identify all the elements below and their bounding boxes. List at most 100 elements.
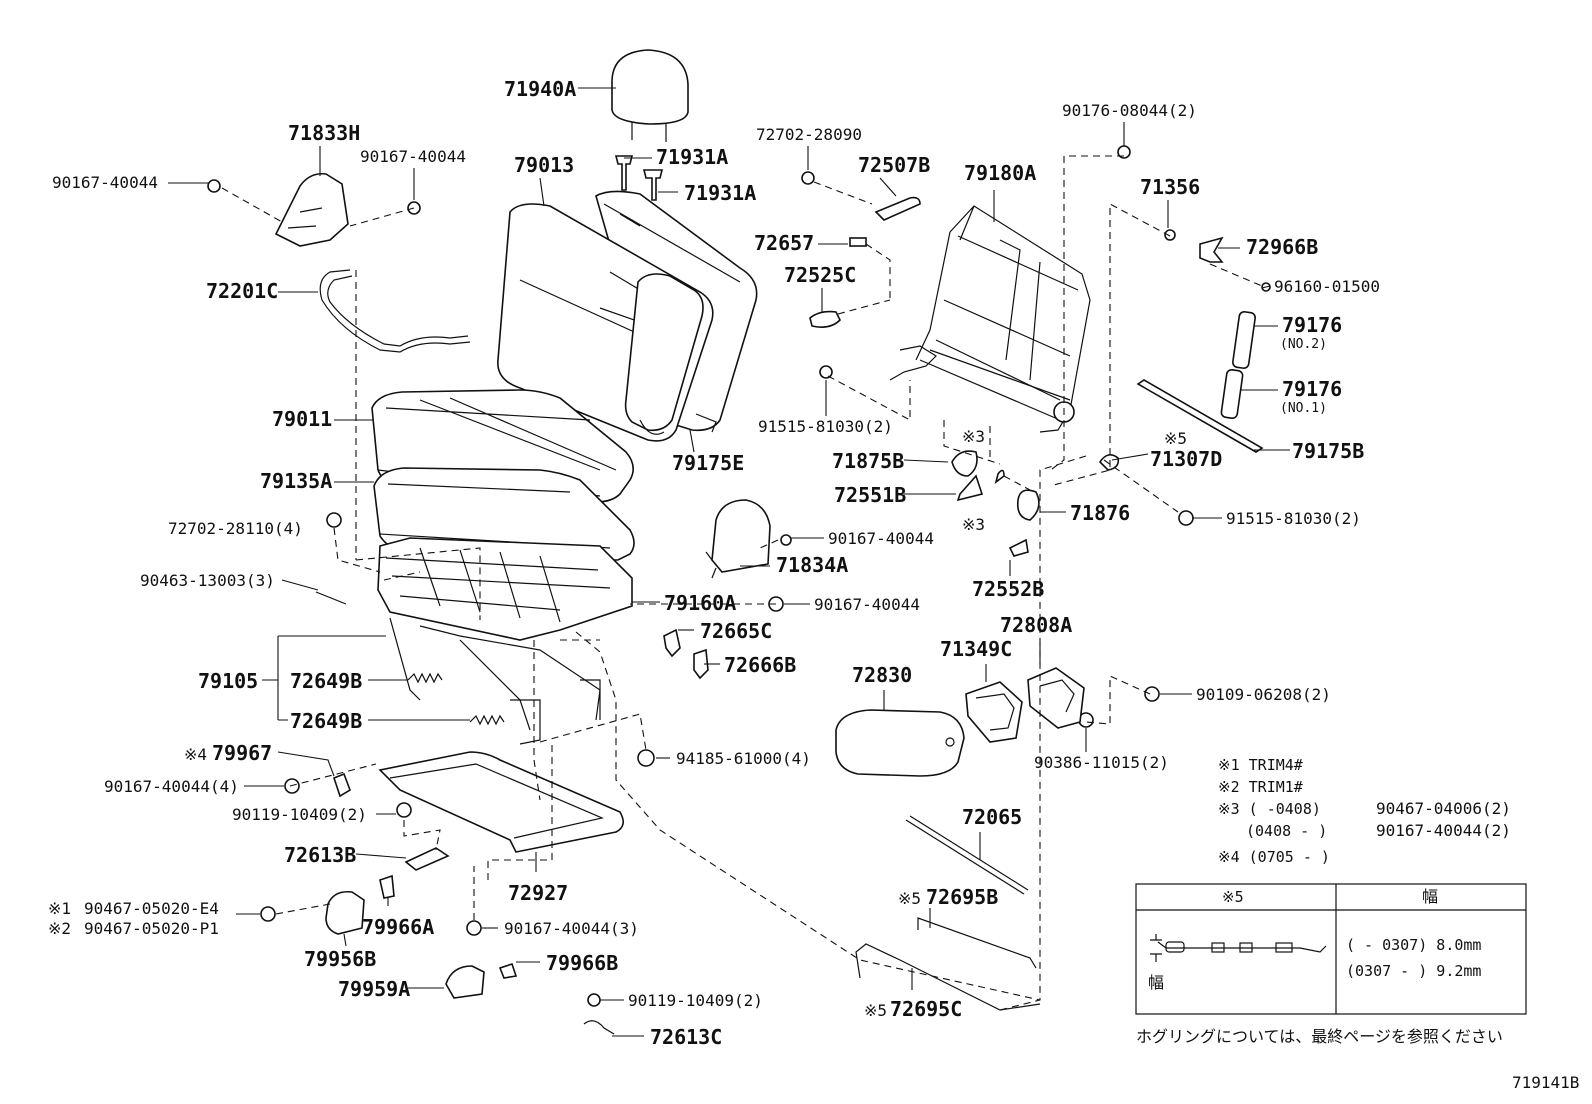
label-72507B: 72507B: [858, 153, 930, 177]
spring-upper-drawing: [407, 672, 443, 684]
hook-72613B-drawing: [404, 847, 450, 871]
label-79176-1-sub: (NO.1): [1280, 401, 1327, 416]
label-79011: 79011: [272, 407, 332, 431]
label-90167-c: 90167-40044: [828, 529, 934, 548]
label-72695C: 72695C: [890, 997, 962, 1021]
label-91515-a: 91515-81030(2): [758, 417, 893, 436]
label-79160A: 79160A: [664, 591, 736, 615]
label-71875B: 71875B: [832, 449, 904, 473]
label-90119-a: 90119-10409(2): [232, 805, 367, 824]
bracket-72966B-drawing: [1199, 236, 1224, 263]
label-94185: 94185-61000(4): [676, 749, 811, 768]
label-72649B-2: 72649B: [290, 709, 362, 733]
clip-72665C-drawing: [663, 628, 681, 658]
label-72665C: 72665C: [700, 619, 772, 643]
label-71356: 71356: [1140, 175, 1200, 199]
label-72613B: 72613B: [284, 843, 356, 867]
label-k4: ※4: [184, 745, 207, 764]
undercover-72927-drawing: [378, 751, 624, 853]
armrest-72830-drawing: [835, 709, 965, 777]
label-71940A: 71940A: [504, 77, 576, 101]
seatback-drawing: [497, 190, 758, 442]
label-k5c: ※5: [864, 1001, 887, 1020]
table-row-1: ( - 0307) 8.0mm: [1346, 936, 1481, 954]
bracket-79967-drawing: [333, 772, 351, 798]
label-72808A: 72808A: [1000, 613, 1072, 637]
label-72830: 72830: [852, 663, 912, 687]
label-90167-a: 90167-40044: [52, 173, 158, 192]
label-79013: 79013: [514, 153, 574, 177]
cover-71833H-drawing: [274, 172, 349, 247]
label-79105: 79105: [198, 669, 258, 693]
label-k5: ※5: [1164, 429, 1187, 448]
label-71834A: 71834A: [776, 553, 848, 577]
label-71931A-1: 71931A: [656, 145, 728, 169]
label-90176: 90176-08044(2): [1062, 101, 1197, 120]
label-90167-e: 90167-40044(4): [104, 777, 239, 796]
label-72613C: 72613C: [650, 1025, 722, 1049]
label-91515-b: 91515-81030(2): [1226, 509, 1361, 528]
hog-ring-reference-note: ホグリングについては、最終ページを参照ください: [1136, 1027, 1503, 1046]
clip-72666B-drawing: [693, 648, 709, 680]
part-labels: 71940A 71833H 90167-40044 90167-40044 71…: [48, 77, 1380, 1049]
note-3b-part: 90167-40044(2): [1376, 821, 1511, 840]
table-header-width: 幅: [1422, 887, 1438, 906]
clip-79966B-drawing: [498, 962, 518, 979]
label-72649B-1: 72649B: [290, 669, 362, 693]
label-72927: 72927: [508, 881, 568, 905]
cover-79176-no1-drawing: [1220, 368, 1244, 420]
label-72552B: 72552B: [972, 577, 1044, 601]
seat-frame-drawing: [377, 537, 633, 745]
figure-id: 719141B: [1512, 1073, 1579, 1092]
clip-79966A-drawing: [379, 874, 395, 899]
label-90467-e4: 90467-05020-E4: [84, 899, 219, 918]
label-71307D: 71307D: [1150, 447, 1222, 471]
label-k2: ※2: [48, 919, 71, 938]
label-k3b: ※3: [962, 515, 985, 534]
label-96160: 96160-01500: [1274, 277, 1380, 296]
table-header-k5: ※5: [1222, 888, 1244, 906]
bracket-72808A-drawing: [1027, 667, 1085, 729]
bracket-71349C-drawing: [965, 681, 1023, 743]
lever-72507B-drawing: [874, 196, 921, 221]
label-79959A: 79959A: [338, 977, 410, 1001]
label-79175E: 79175E: [672, 451, 744, 475]
hook-72613C-drawing: [583, 1020, 615, 1035]
note-3a: ※3 ( -0408): [1218, 800, 1321, 818]
label-72065: 72065: [962, 805, 1022, 829]
label-72525C: 72525C: [784, 263, 856, 287]
label-71833H: 71833H: [288, 121, 360, 145]
label-79180A: 79180A: [964, 161, 1036, 185]
note-trim4: ※1 TRIM4#: [1218, 756, 1303, 774]
label-72695B: 72695B: [926, 885, 998, 909]
rod-79175B-drawing: [1136, 379, 1264, 453]
wire-72695C-drawing: [855, 943, 1041, 1011]
label-79967: 79967: [212, 741, 272, 765]
label-90467-p1: 90467-05020-P1: [84, 919, 219, 938]
label-72702-28090: 72702-28090: [756, 125, 862, 144]
clip-72525C-drawing: [809, 310, 841, 328]
label-72657: 72657: [754, 231, 814, 255]
assembly-dashed-lines: [221, 155, 1263, 1011]
cover-71834A-drawing: [705, 499, 771, 579]
note-4: ※4 (0705 - ): [1218, 848, 1330, 866]
table-width-mark: 幅: [1148, 973, 1164, 992]
headrest-guide-drawing: [614, 155, 664, 201]
clip-72552B-drawing: [1008, 538, 1029, 557]
label-79966B: 79966B: [546, 951, 618, 975]
cover-71875B-drawing: [951, 450, 1005, 502]
width-table: ※5 幅 幅 ( - 0307) 8.0mm (0307 - ) 9.2mm: [1135, 883, 1527, 1015]
label-71876: 71876: [1070, 501, 1130, 525]
label-k1: ※1: [48, 899, 71, 918]
label-79176-1: 79176: [1282, 377, 1342, 401]
stay-wire-drawing: [319, 269, 471, 353]
label-k3a: ※3: [962, 427, 985, 446]
note-3b: (0408 - ): [1246, 822, 1327, 840]
cover-71876-drawing: [1016, 489, 1040, 521]
label-79966A: 79966A: [362, 915, 434, 939]
label-90119-b: 90119-10409(2): [628, 991, 763, 1010]
label-72966B: 72966B: [1246, 235, 1318, 259]
label-79176-2: 79176: [1282, 313, 1342, 337]
